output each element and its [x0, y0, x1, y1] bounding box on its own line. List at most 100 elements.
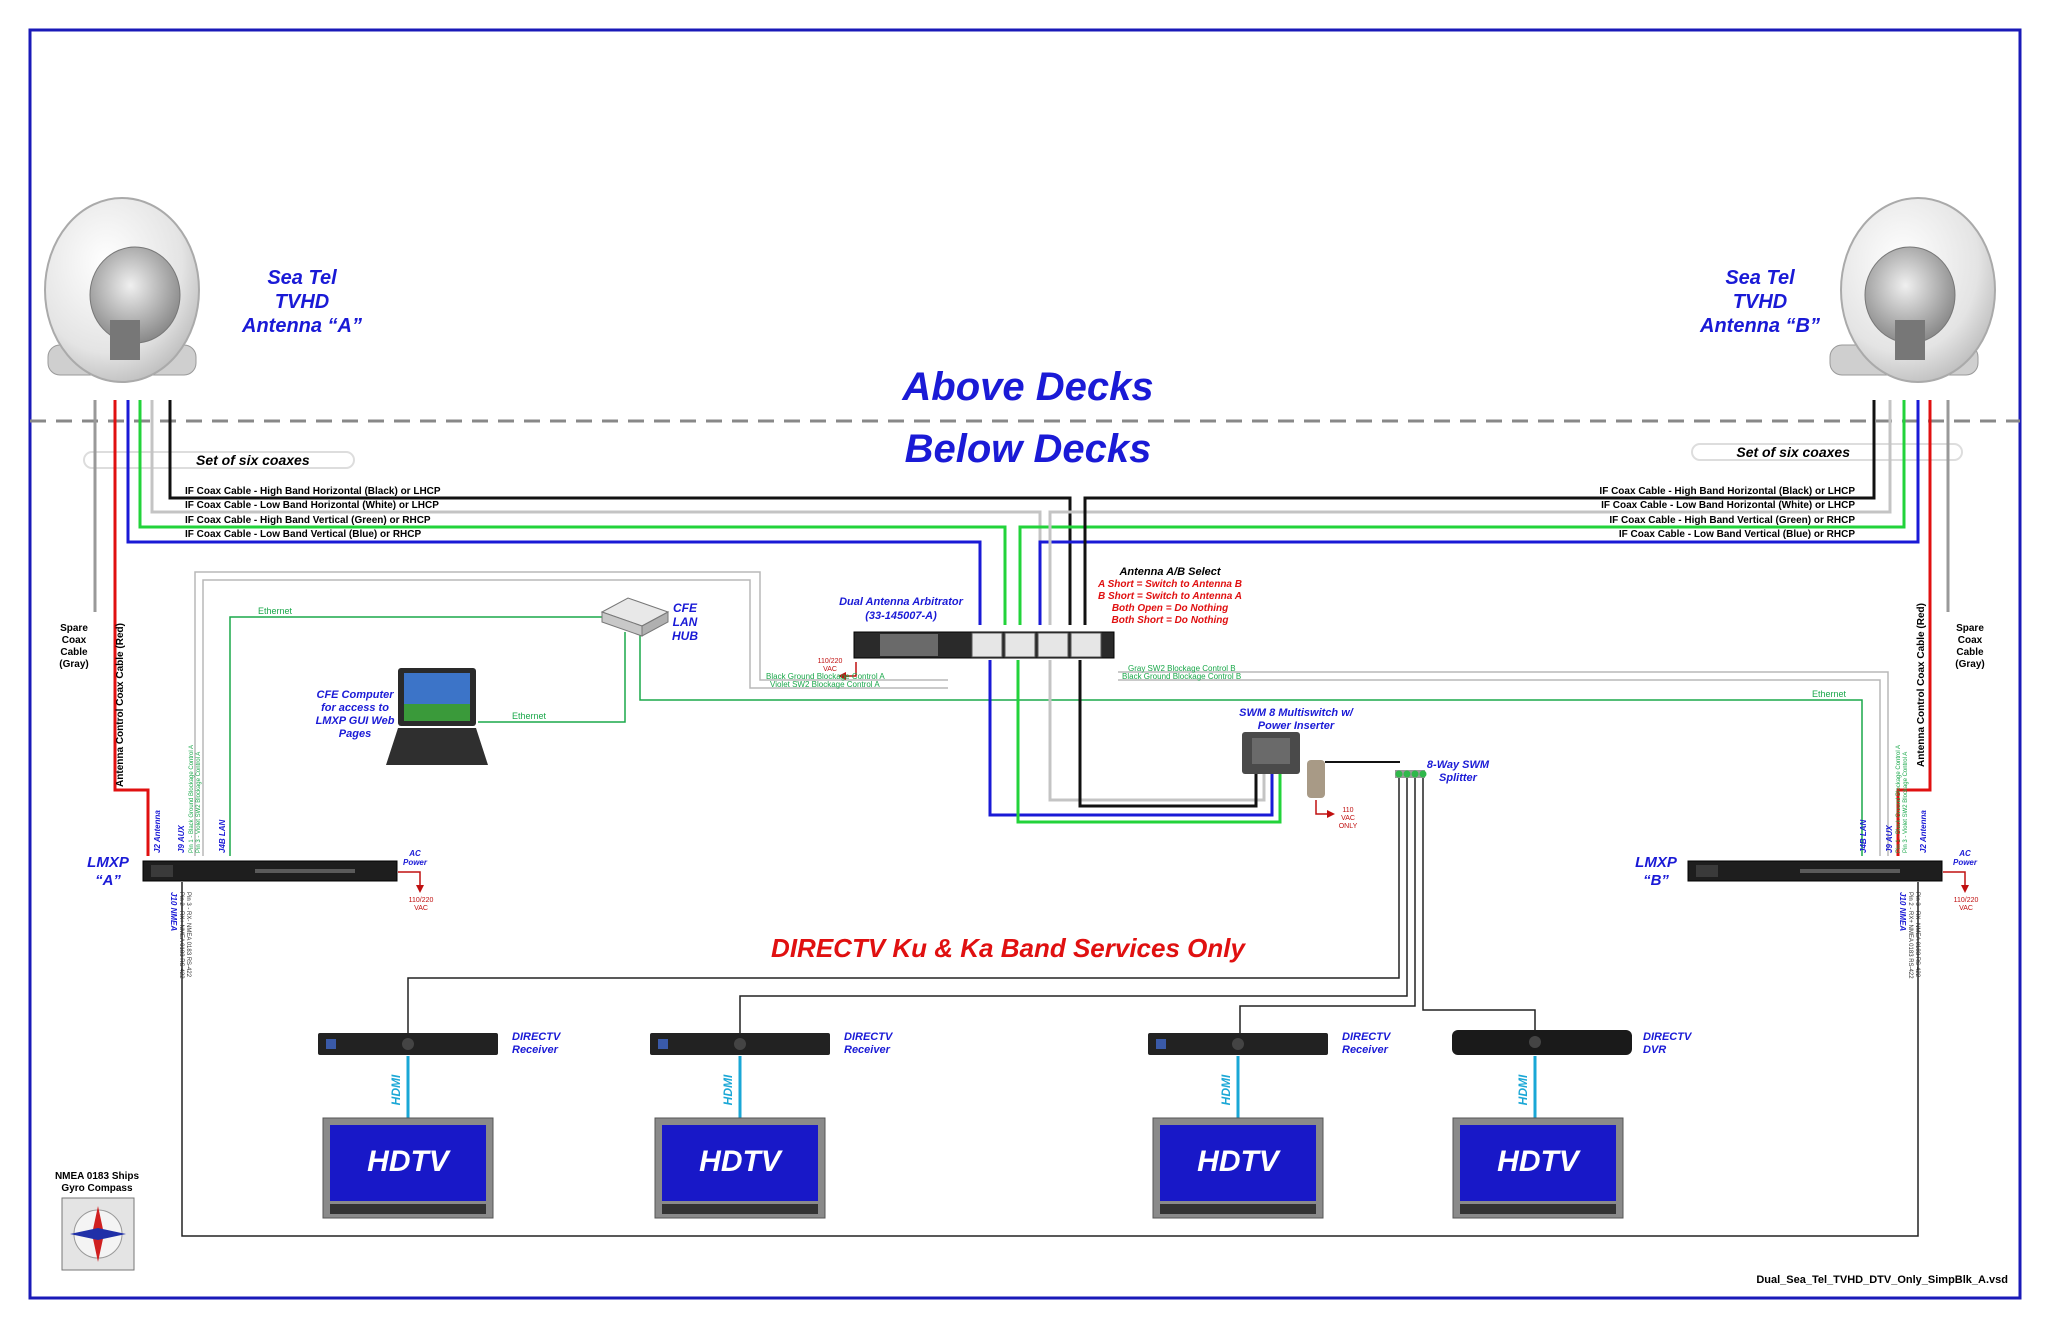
antenna-b-name-1: Sea Tel — [1725, 267, 1795, 289]
arbitrator-power-1: 110/220 — [818, 658, 843, 665]
services-label: DIRECTV Ku & Ka Band Services Only — [771, 933, 1246, 963]
lmxp-b-buttons — [1800, 869, 1900, 873]
spare-coax-a-1: Spare — [60, 623, 88, 634]
nmea-cable — [181, 882, 1919, 1237]
hdtv-4 — [1452, 1117, 1624, 1219]
antenna-a-name-3: Antenna “A” — [241, 315, 362, 337]
coax-label-a-2: IF Coax Cable - Low Band Horizontal (Whi… — [185, 500, 439, 511]
receiver-1-label-1: DIRECTV — [512, 1031, 562, 1043]
splitter-port-1 — [1395, 770, 1403, 778]
blockage-b-label-2: Black Ground Blockage Control B — [1122, 672, 1241, 681]
swm-label-2: Power Inserter — [1258, 720, 1335, 732]
coax-set-label-a: Set of six coaxes — [196, 452, 310, 468]
lan-hub-label-3: HUB — [672, 629, 698, 643]
lmxp-a-j9-sub-1: Pin 1 - Black Ground Blockage Control A — [189, 745, 195, 853]
computer-label-3: LMXP GUI Web — [316, 715, 395, 727]
below-decks-label: Below Decks — [905, 427, 1152, 471]
swm-power-2: VAC — [1341, 815, 1355, 822]
coax-b-blue — [1038, 400, 1920, 625]
coax-b-green — [1018, 400, 1906, 625]
receiver-4-body — [1452, 1030, 1632, 1055]
antenna-b-pedestal — [1895, 320, 1925, 360]
lmxp-a-buttons — [255, 869, 355, 873]
arbitrator-power-2: VAC — [823, 666, 837, 673]
coax-label-a-3: IF Coax Cable - High Band Vertical (Gree… — [185, 515, 431, 526]
above-decks-label: Above Decks — [901, 365, 1153, 409]
blockage-cable-b — [1118, 671, 1889, 856]
ethernet-label-3: Ethernet — [1812, 689, 1847, 699]
lmxp-a-j10-sub-2: Pin 3 - RX- NMEA 0183 RS-422 — [185, 892, 191, 978]
coax-bundle-b — [1691, 443, 1963, 461]
lan-hub — [600, 597, 670, 637]
hdtv-1-speaker — [330, 1204, 486, 1214]
coax-a-green — [138, 400, 1007, 625]
lmxp-a-j10-sub-1: Pin 2 - RX+ NMEA 0183 RS-422 — [178, 892, 184, 979]
lmxp-a-ac-2: Power — [403, 858, 428, 867]
hdtv-4-label: HDTV — [1497, 1145, 1582, 1178]
receiver-2-label-2: Receiver — [844, 1044, 891, 1056]
hdtv-3 — [1152, 1117, 1324, 1219]
ethernet-b — [639, 632, 1863, 856]
lmxp-b-ac-2: Power — [1953, 858, 1978, 867]
gyro-compass-rose-ew — [70, 1228, 126, 1240]
coax-b-black — [1083, 400, 1876, 625]
arbitrator-module-3 — [1037, 632, 1069, 658]
coax-a-black — [168, 400, 1072, 625]
lmxp-a-vac-2: VAC — [414, 905, 428, 912]
blockage-cable-a — [194, 571, 948, 856]
lan-hub-label-2: LAN — [673, 615, 698, 629]
spare-coax-a-3: Cable — [60, 647, 88, 658]
antenna-a-pedestal — [110, 320, 140, 360]
power-inserter — [1307, 760, 1325, 798]
ethernet-label-2: Ethernet — [512, 711, 547, 721]
lmxp-b-j4b: J4B LAN — [1859, 819, 1868, 853]
hdmi-label-1: HDMI — [389, 1074, 403, 1105]
splitter-label-2: Splitter — [1439, 772, 1478, 784]
hdmi-label-2: HDMI — [721, 1074, 735, 1105]
page-border — [28, 28, 2022, 1300]
lmxp-b-ac-1: AC — [1958, 849, 1971, 858]
coax-label-b-2: IF Coax Cable - Low Band Horizontal (Whi… — [1601, 500, 1855, 511]
lmxp-a-j9-sub-2: Pin 3 - Violet SW2 Blockage Control A — [196, 752, 202, 853]
splitter-to-receiver-3 — [1239, 778, 1416, 1036]
coax-b-red-control — [1896, 400, 1932, 856]
ethernet-computer — [478, 632, 626, 723]
lmxp-b-label-1: LMXP — [1635, 854, 1678, 871]
receiver-3-dial — [1232, 1038, 1244, 1050]
computer-label-1: CFE Computer — [317, 689, 395, 701]
arbitrator-to-swm-white — [1048, 660, 1266, 802]
splitter-label-1: 8-Way SWM — [1427, 759, 1490, 771]
antenna-a-name-2: TVHD — [275, 291, 329, 313]
lmxp-a-power-lead — [398, 871, 421, 886]
splitter-to-receiver-2 — [739, 778, 1408, 1036]
lan-hub-label-1: CFE — [673, 601, 698, 615]
arbitrator-module-4 — [1070, 632, 1102, 658]
receiver-2 — [650, 1033, 830, 1055]
hdtv-2-screen — [662, 1125, 818, 1201]
receiver-2-dial — [734, 1038, 746, 1050]
arbitrator-module-1 — [971, 632, 1003, 658]
lmxp-a-badge — [151, 865, 173, 877]
coax-bundle-a — [83, 451, 355, 469]
lmxp-b-power-arrow — [1961, 885, 1969, 893]
receiver-1-logo — [326, 1039, 336, 1049]
coax-label-b-4: IF Coax Cable - Low Band Vertical (Blue)… — [1619, 529, 1855, 540]
splitter-port-4 — [1419, 770, 1427, 778]
coax-a-blue — [126, 400, 982, 625]
arbitrator-module-2 — [1004, 632, 1036, 658]
hdtv-2-label: HDTV — [699, 1145, 784, 1178]
lmxp-a-j2: J2 Antenna — [153, 810, 162, 853]
receiver-2-logo — [658, 1039, 668, 1049]
computer-label-4: Pages — [339, 728, 371, 740]
lmxp-b-j9: J9 AUX — [1885, 825, 1894, 853]
gyro-compass — [61, 1197, 135, 1271]
swm-power-1: 110 — [1342, 807, 1353, 814]
lmxp-a-power-arrow — [416, 885, 424, 893]
coax-a-red-control — [113, 400, 150, 856]
arbitrator-to-swm-black — [1078, 660, 1258, 808]
lmxp-b-j10-sub-2: Pin 3 - RX- NMEA 0183 RS-422 — [1914, 892, 1920, 978]
dual-antenna-arbitrator — [853, 631, 1115, 659]
ab-select-line-3: Both Open = Do Nothing — [1112, 603, 1228, 614]
lmxp-a-j10: J10 NMEA — [169, 892, 178, 931]
